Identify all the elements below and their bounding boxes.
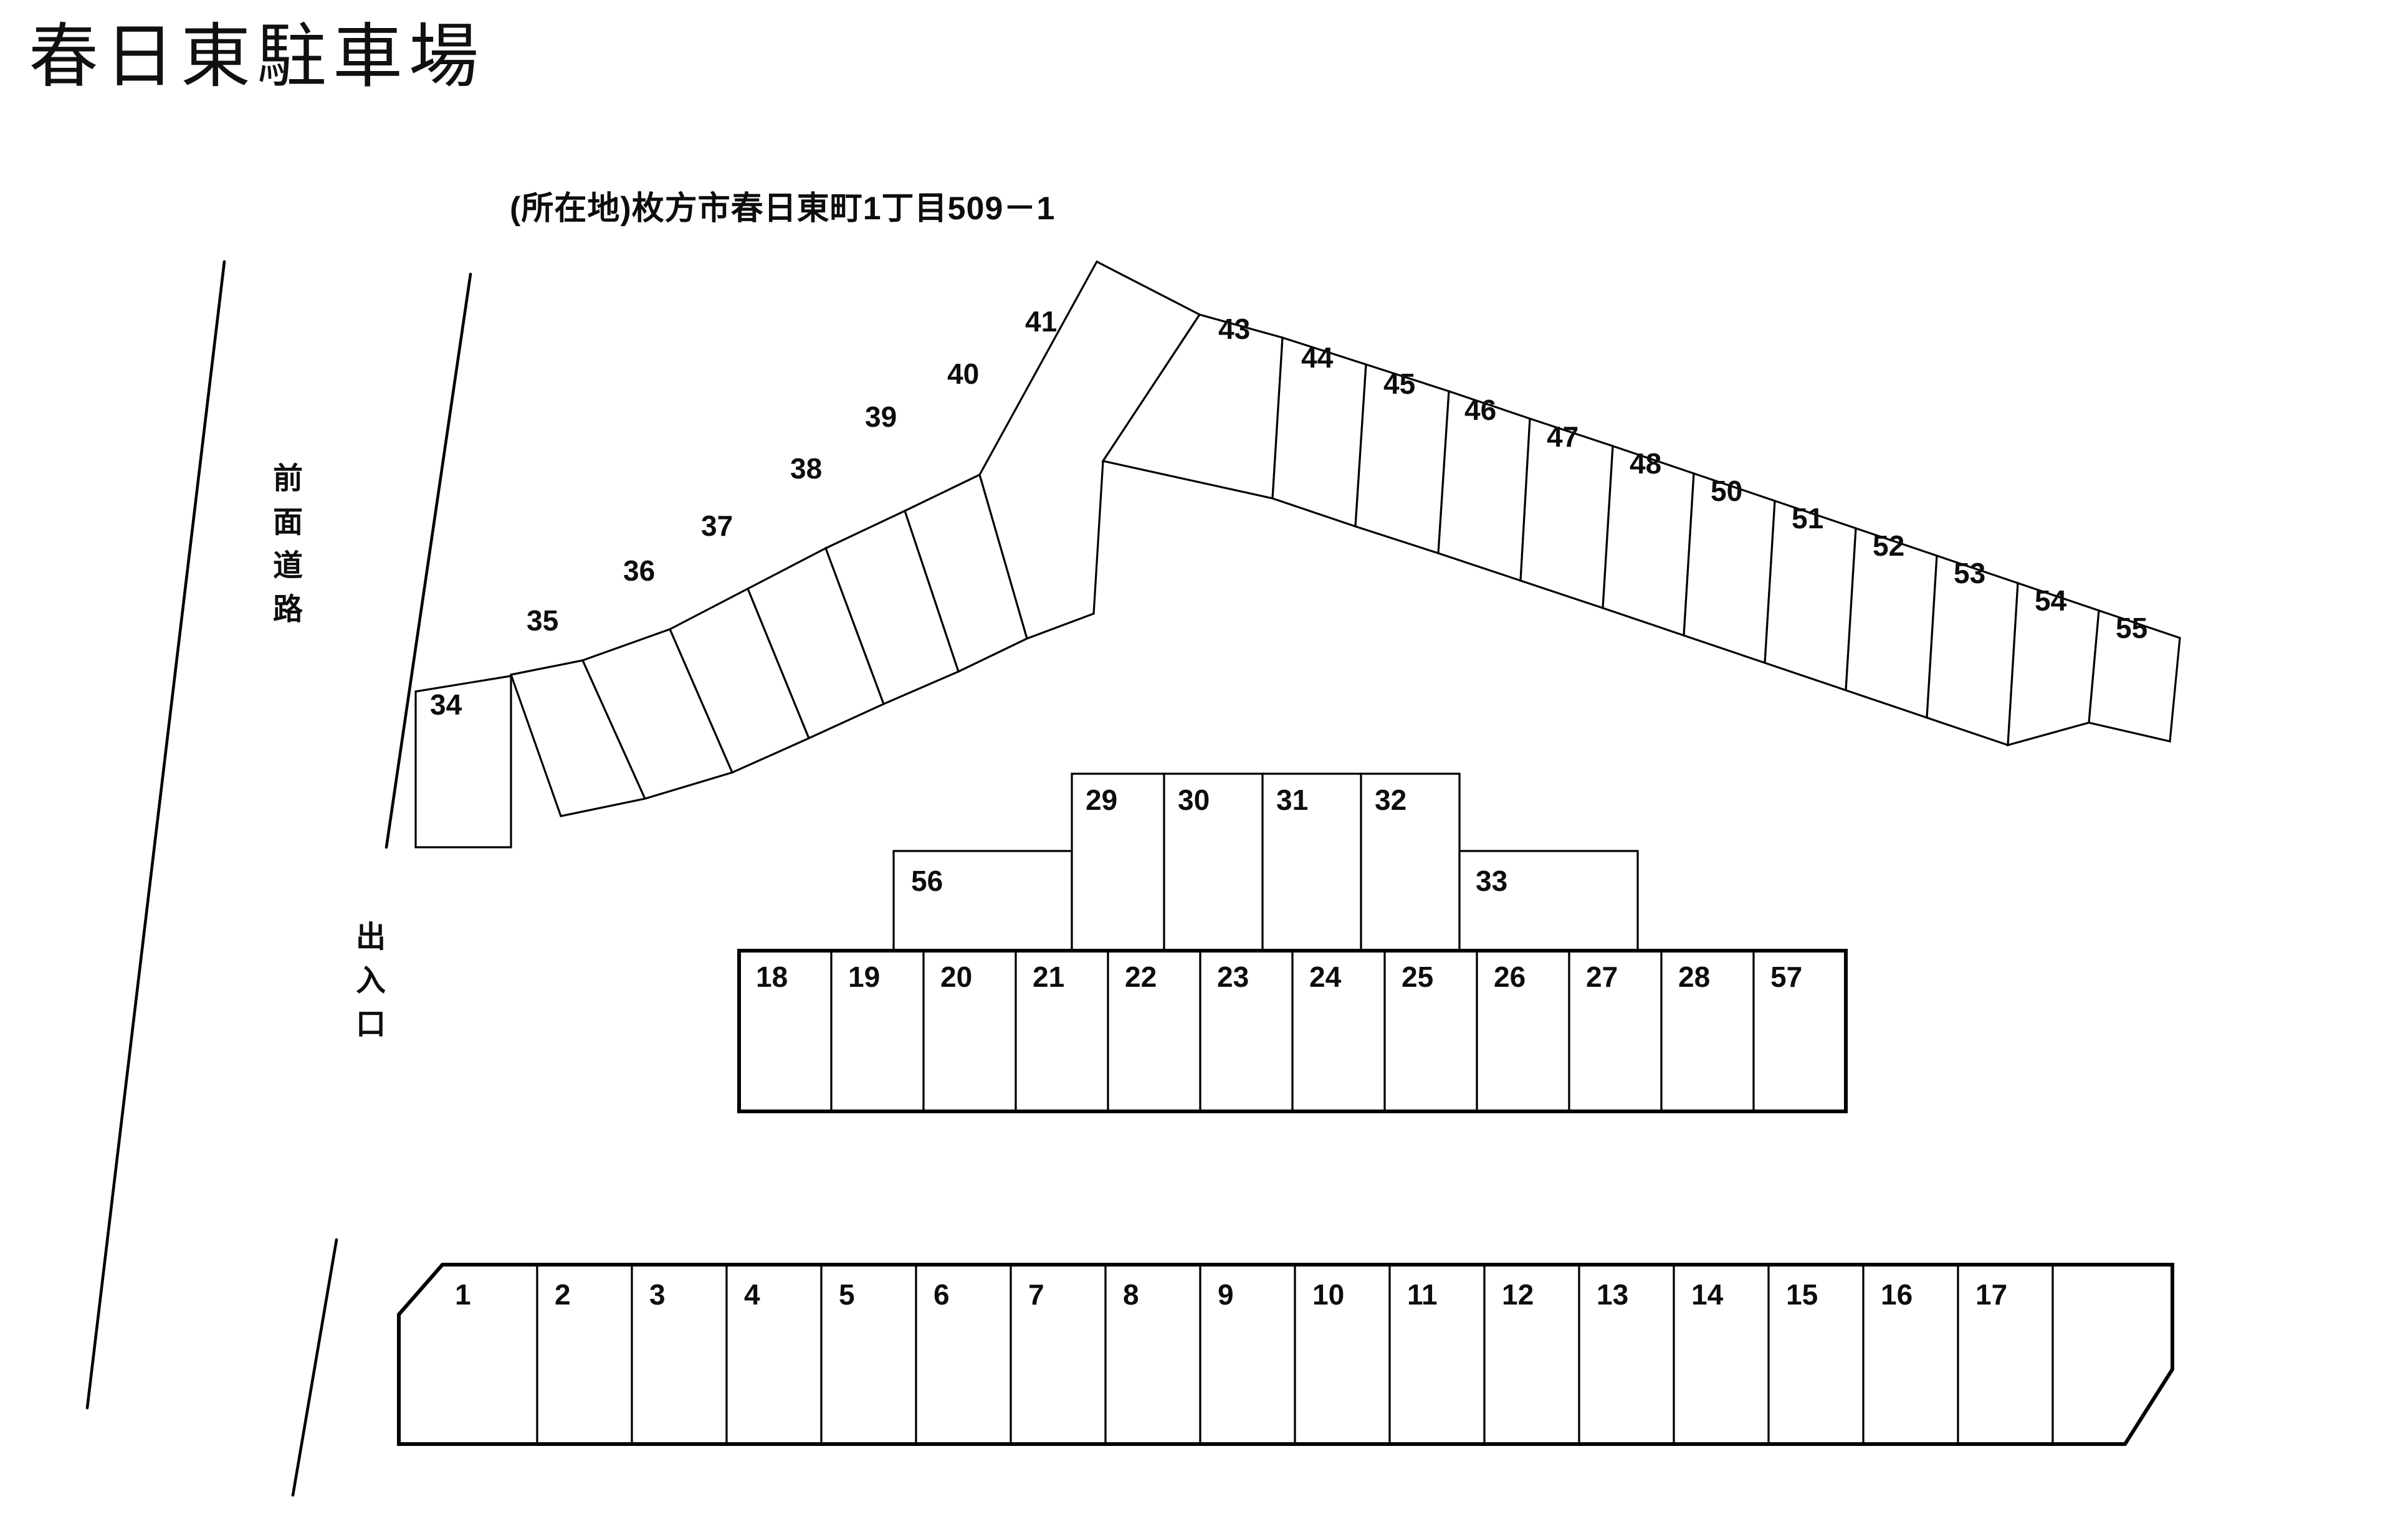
stall-12-label: 12 — [1502, 1278, 1534, 1311]
stall-26-label: 26 — [1494, 961, 1526, 993]
stall-37-label: 37 — [701, 510, 733, 542]
stall-23-label: 23 — [1217, 961, 1249, 993]
stall-10[interactable] — [1295, 1265, 1390, 1444]
stall-7-label: 7 — [1028, 1278, 1044, 1311]
stall-9-label: 9 — [1218, 1278, 1234, 1311]
stall-1-label: 1 — [455, 1278, 471, 1311]
stall-8-label: 8 — [1123, 1278, 1139, 1311]
stall-8[interactable] — [1106, 1265, 1200, 1444]
stall-31[interactable] — [1263, 774, 1361, 951]
stall-39-label: 39 — [865, 401, 897, 433]
stall-34[interactable] — [416, 676, 511, 847]
stall-32-label: 32 — [1375, 784, 1407, 816]
stall-10-label: 10 — [1312, 1278, 1344, 1311]
stall-30-label: 30 — [1178, 784, 1210, 816]
stall-13[interactable] — [1579, 1265, 1674, 1444]
page-title: 春日東駐車場 — [29, 19, 485, 96]
stall-57-label: 57 — [1770, 961, 1802, 993]
stall-24-label: 24 — [1309, 961, 1342, 993]
stall-44-label: 44 — [1301, 341, 1334, 374]
stall-28-label: 28 — [1678, 961, 1710, 993]
stall-30[interactable] — [1164, 774, 1263, 951]
stall-11-label: 11 — [1407, 1278, 1438, 1311]
stall-19[interactable] — [831, 951, 924, 1111]
stall-5-label: 5 — [839, 1278, 855, 1311]
stall-43-label: 43 — [1218, 313, 1250, 345]
stall-9[interactable] — [1200, 1265, 1295, 1444]
stall-31-label: 31 — [1276, 784, 1308, 816]
stall-4[interactable] — [727, 1265, 821, 1444]
stall-25-label: 25 — [1402, 961, 1433, 993]
stall-27-label: 27 — [1586, 961, 1618, 993]
upper-diagonal-row: 34 35 36 37 38 39 40 41 43 44 45 — [416, 262, 2180, 847]
stall-46-label: 46 — [1464, 394, 1496, 426]
stall-38-label: 38 — [790, 452, 822, 485]
stall-13-label: 13 — [1597, 1278, 1628, 1311]
stall-14[interactable] — [1674, 1265, 1769, 1444]
stall-56[interactable] — [894, 851, 1072, 951]
entrance-exit-label: 出入口 — [351, 921, 384, 1052]
stall-2[interactable] — [537, 1265, 632, 1444]
bottom-row-outline — [397, 1263, 2174, 1446]
stall-36-label: 36 — [623, 554, 655, 587]
stall-6-label: 6 — [934, 1278, 950, 1311]
stall-54-label: 54 — [2035, 584, 2067, 617]
stall-51-label: 51 — [1792, 502, 1823, 535]
road-lines — [85, 260, 472, 1497]
stall-55-label: 55 — [2116, 612, 2147, 644]
stall-50-label: 50 — [1711, 475, 1742, 507]
stall-34-label: 34 — [430, 688, 462, 721]
middle-block-outline — [737, 949, 1848, 1113]
stall-29[interactable] — [1072, 774, 1164, 951]
stall-22-label: 22 — [1125, 961, 1157, 993]
stall-33[interactable] — [1459, 851, 1638, 951]
stall-2-label: 2 — [555, 1278, 571, 1311]
road-line-outer — [85, 260, 226, 1410]
stall-45-label: 45 — [1383, 368, 1415, 400]
stall-28[interactable] — [1661, 951, 1754, 1111]
stall-5[interactable] — [821, 1265, 916, 1444]
stall-26[interactable] — [1477, 951, 1569, 1111]
stall-33-label: 33 — [1476, 865, 1507, 897]
road-line-inner — [385, 272, 472, 849]
stall-52-label: 52 — [1873, 530, 1904, 562]
stall-16-label: 16 — [1881, 1278, 1913, 1311]
stall-3-label: 3 — [649, 1278, 666, 1311]
stall-7[interactable] — [1011, 1265, 1106, 1444]
stall-41-label: 41 — [1025, 305, 1057, 338]
road-line-lower — [291, 1238, 338, 1497]
stall-18-label: 18 — [756, 961, 788, 993]
front-road-label: 前面道路 — [268, 462, 301, 637]
address-line: (所在地)枚方市春日東町1丁目509－1 — [510, 191, 1056, 227]
stall-20-label: 20 — [940, 961, 972, 993]
stall-11[interactable] — [1390, 1265, 1484, 1444]
stall-21-label: 21 — [1033, 961, 1064, 993]
bottom-row-apron — [2053, 1265, 2172, 1444]
stall-55[interactable] — [2089, 611, 2180, 741]
stall-17-label: 17 — [1975, 1278, 2007, 1311]
stall-48-label: 48 — [1630, 447, 1661, 480]
stall-35-label: 35 — [527, 604, 558, 637]
stall-19-label: 19 — [848, 961, 880, 993]
bottom-row: 1 2 3 4 5 6 7 8 9 10 11 12 13 — [397, 1263, 2174, 1446]
stall-4-label: 4 — [744, 1278, 760, 1311]
middle-block: 56 29 30 31 32 33 18 19 20 21 22 — [737, 774, 1848, 1113]
stall-53-label: 53 — [1954, 557, 1985, 589]
stall-29-label: 29 — [1086, 784, 1117, 816]
stall-15-label: 15 — [1786, 1278, 1818, 1311]
stall-14-label: 14 — [1691, 1278, 1724, 1311]
stall-21[interactable] — [1016, 951, 1108, 1111]
stall-17[interactable] — [1958, 1265, 2053, 1444]
stall-6[interactable] — [916, 1265, 1011, 1444]
stall-40-label: 40 — [947, 358, 979, 390]
stall-47-label: 47 — [1547, 421, 1579, 453]
stall-56-label: 56 — [911, 865, 943, 897]
stall-3[interactable] — [632, 1265, 727, 1444]
